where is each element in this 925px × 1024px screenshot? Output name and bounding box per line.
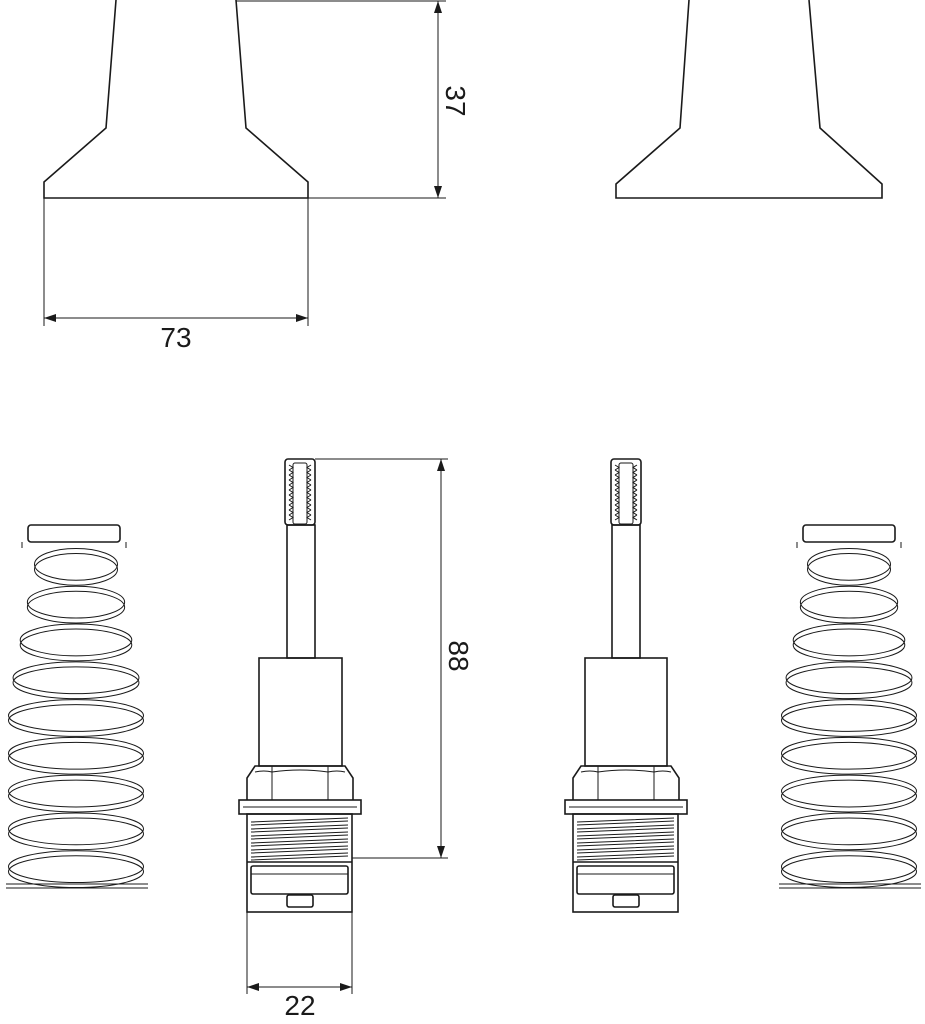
dimension-handle-width: 73 [43, 198, 309, 353]
handle-cap-right [615, 0, 883, 199]
valve-cartridge-left [238, 458, 362, 913]
dimension-label-73: 73 [160, 322, 191, 353]
valve-cartridge-right [564, 458, 688, 913]
spring-left [6, 524, 148, 889]
dimension-label-88: 88 [443, 640, 474, 671]
dimension-handle-height: 37 [236, 0, 471, 199]
dimension-body-width: 22 [246, 912, 353, 1021]
dimension-label-37: 37 [440, 85, 471, 116]
dimension-stem-height: 88 [315, 458, 474, 859]
handle-cap-left [43, 0, 309, 199]
dimension-label-22: 22 [284, 990, 315, 1021]
spring-right [779, 524, 921, 889]
